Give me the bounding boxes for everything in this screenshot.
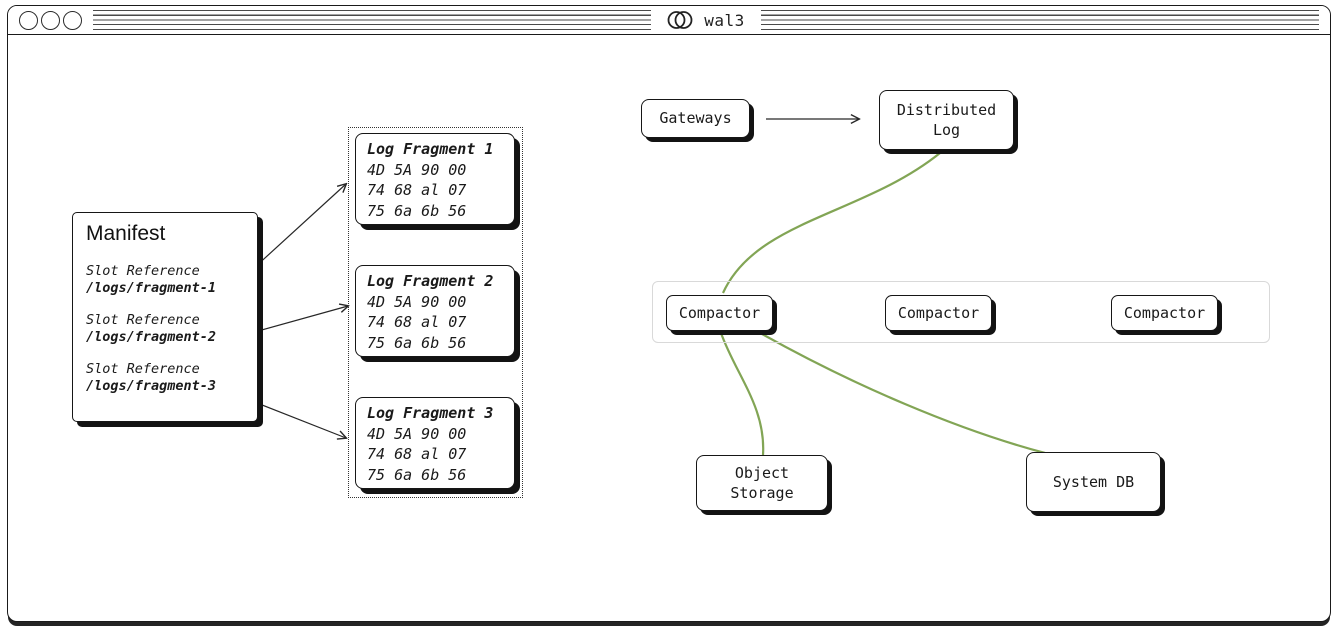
log-fragments-group: Log Fragment 1 4D 5A 90 00 74 68 al 07 7… bbox=[348, 127, 523, 498]
hex-line: 75 6a 6b 56 bbox=[367, 465, 467, 484]
window-close-button[interactable] bbox=[19, 10, 38, 30]
slot-reference-path: /logs/fragment-1 bbox=[86, 280, 217, 296]
slot-reference-label: Slot Reference bbox=[86, 361, 200, 377]
slot-reference-label: Slot Reference bbox=[86, 263, 200, 279]
green-link-compactor-to-system-db bbox=[761, 333, 1046, 455]
slot-reference-entry: Slot Reference /logs/fragment-2 bbox=[86, 312, 244, 346]
green-link-compactor-to-object-storage bbox=[719, 332, 765, 456]
title-bar: wal3 bbox=[8, 6, 1330, 35]
tab[interactable]: wal3 bbox=[662, 10, 750, 30]
hex-line: 74 68 al 07 bbox=[367, 181, 467, 199]
titlebar-decorative-lines-left bbox=[93, 10, 652, 30]
window-controls bbox=[19, 10, 82, 30]
log-fragment-2-card: Log Fragment 2 4D 5A 90 00 74 68 al 07 7… bbox=[355, 265, 515, 357]
browser-window: wal3 Manifest Slot Reference /logs/fragm… bbox=[7, 5, 1331, 622]
system-db-node: System DB bbox=[1026, 452, 1161, 512]
manifest-card: Manifest Slot Reference /logs/fragment-1… bbox=[72, 212, 258, 422]
compactor-group: Compactor Compactor Compactor bbox=[652, 281, 1270, 343]
titlebar-decorative-lines-right bbox=[760, 10, 1319, 30]
compactor-node-2: Compactor bbox=[885, 295, 992, 331]
green-link-log-to-compactor bbox=[721, 152, 941, 294]
log-fragment-title: Log Fragment 1 bbox=[367, 140, 494, 158]
object-storage-node: Object Storage bbox=[696, 455, 828, 511]
hex-line: 75 6a 6b 56 bbox=[367, 333, 467, 352]
slot-reference-label: Slot Reference bbox=[86, 312, 200, 328]
log-fragment-1-card: Log Fragment 1 4D 5A 90 00 74 68 al 07 7… bbox=[355, 133, 515, 225]
window-minimize-button[interactable] bbox=[41, 10, 60, 30]
compactor-node-1: Compactor bbox=[666, 295, 773, 331]
slot-reference-path: /logs/fragment-2 bbox=[86, 329, 217, 345]
log-fragment-title: Log Fragment 3 bbox=[367, 404, 494, 422]
hex-line: 4D 5A 90 00 bbox=[367, 424, 467, 443]
compactor-node-3: Compactor bbox=[1111, 295, 1218, 331]
log-fragment-3-card: Log Fragment 3 4D 5A 90 00 74 68 al 07 7… bbox=[355, 397, 515, 489]
hex-line: 4D 5A 90 00 bbox=[367, 292, 467, 311]
wal3-logo-icon bbox=[667, 11, 693, 29]
hex-line: 74 68 al 07 bbox=[367, 313, 467, 331]
hex-line: 4D 5A 90 00 bbox=[367, 160, 467, 179]
slot-reference-entry: Slot Reference /logs/fragment-1 bbox=[86, 263, 244, 297]
log-fragment-title: Log Fragment 2 bbox=[367, 272, 494, 290]
hex-line: 75 6a 6b 56 bbox=[367, 201, 467, 220]
distributed-log-node: Distributed Log bbox=[879, 90, 1014, 150]
slot-reference-entry: Slot Reference /logs/fragment-3 bbox=[86, 361, 244, 395]
tab-title: wal3 bbox=[704, 10, 745, 30]
diagram-canvas: Manifest Slot Reference /logs/fragment-1… bbox=[8, 35, 1330, 621]
window-zoom-button[interactable] bbox=[63, 10, 82, 30]
slot-reference-path: /logs/fragment-3 bbox=[86, 378, 217, 394]
gateways-node: Gateways bbox=[641, 99, 750, 138]
manifest-title: Manifest bbox=[86, 222, 166, 245]
hex-line: 74 68 al 07 bbox=[367, 445, 467, 463]
